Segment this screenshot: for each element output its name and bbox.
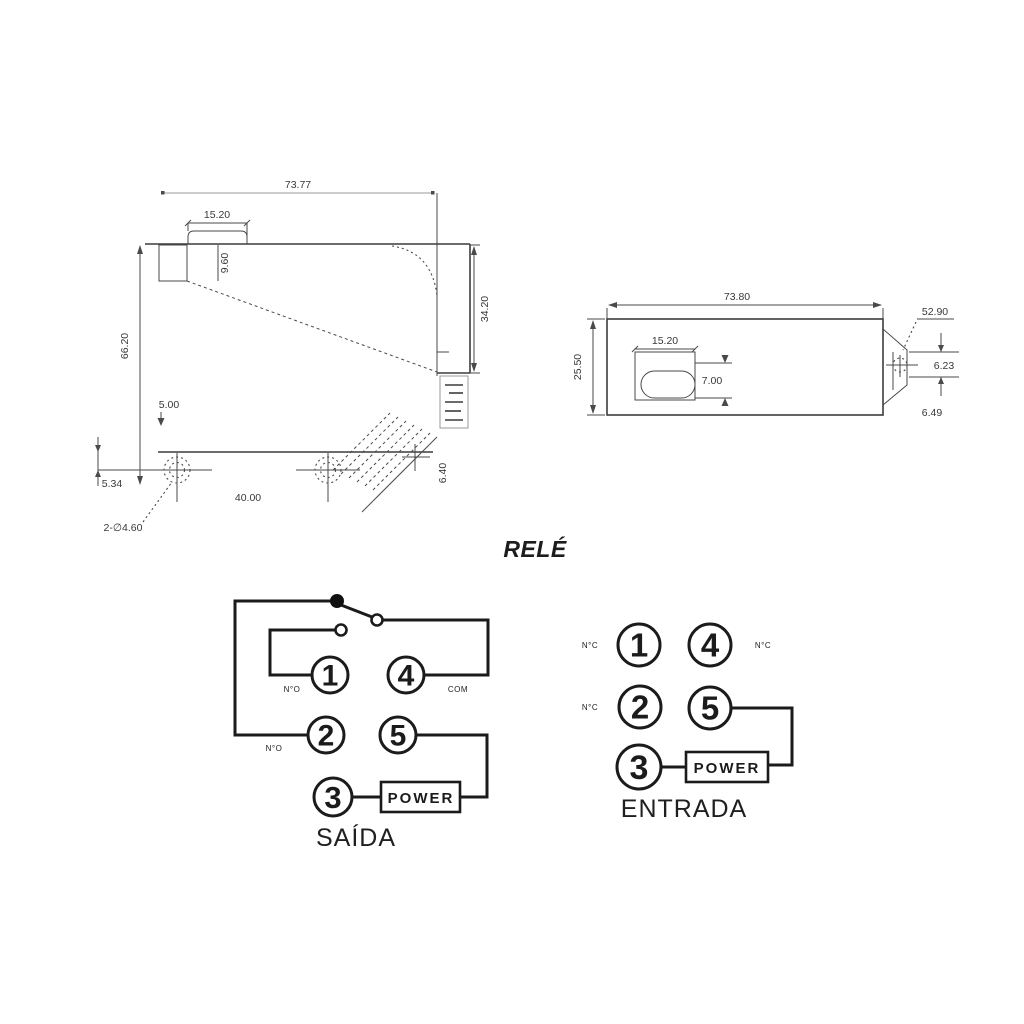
output-caption: SAÍDA [316, 823, 396, 852]
pin-number-2: 2 [318, 720, 335, 753]
pin-number-5: 5 [390, 720, 407, 753]
output-pin-labels: N°O N°O COM [266, 685, 468, 753]
switch-common-contact [330, 594, 344, 608]
dim-overall-width: 73.77 [161, 179, 438, 376]
output-pins: 1 4 2 5 3 [306, 655, 426, 818]
dim-height: 66.20 [119, 245, 143, 485]
pin-number-4: 4 [701, 627, 720, 664]
bottom-view-drawing: 73.80 25.50 15.20 7.00 [572, 291, 959, 419]
switch-contact-right [370, 613, 384, 627]
switch-contact-left [334, 623, 348, 637]
pin-number-3: 3 [324, 780, 341, 815]
mounting-base [98, 451, 433, 502]
dim-bracket-ref: 52.90 [902, 306, 954, 351]
dim-depth: 34.20 [470, 244, 491, 374]
dim-tab-width: 15.20 [184, 209, 251, 244]
pin-circle-4 [687, 622, 733, 668]
pin-number-1: 1 [322, 660, 339, 693]
pin-hatch [332, 412, 438, 513]
pin-circle-1 [616, 622, 662, 668]
label-no-pin1: N°O [284, 685, 301, 694]
label-nc-pin2: N°C [582, 703, 598, 712]
dim-bottom-width-text: 73.80 [724, 291, 750, 303]
dim-slot-height: 7.00 [695, 355, 732, 406]
input-power-label: POWER [694, 760, 761, 777]
input-pin-labels: N°C N°C N°C [582, 641, 771, 712]
dim-hole-edge-text: 5.34 [102, 478, 123, 490]
pin-number-3: 3 [630, 749, 649, 787]
dim-bracket-depth-text: 6.49 [922, 407, 943, 419]
input-pins: 1 4 2 5 3 [615, 622, 733, 791]
pin-circle-3 [312, 776, 354, 818]
dim-slot-width-text: 15.20 [652, 335, 678, 347]
pin-circle-1 [310, 655, 350, 695]
dim-depth-text: 34.20 [479, 296, 491, 322]
input-wires [660, 706, 794, 769]
pin-circle-2 [617, 684, 663, 730]
dim-tab-depth-text: 9.60 [219, 253, 231, 274]
label-no-pin2: N°O [266, 744, 283, 753]
pin-number-4: 4 [398, 660, 415, 693]
mounting-flange [882, 328, 918, 406]
holes-note-text: 2-∅4.60 [104, 522, 143, 534]
diagram-title: RELÉ [503, 536, 567, 562]
pin-circle-5 [378, 715, 418, 755]
dim-hole-edge: 5.34 [95, 437, 122, 490]
relay-body-outline [145, 230, 471, 374]
dim-bottom-depth: 25.50 [572, 318, 605, 416]
dim-hole-spacing-text: 40.00 [235, 492, 261, 504]
pin-number-2: 2 [631, 689, 649, 726]
pin-number-1: 1 [630, 627, 648, 664]
dim-slot-width: 15.20 [631, 335, 699, 353]
pin-number-5: 5 [701, 690, 719, 727]
dim-width-text: 73.77 [285, 179, 311, 191]
output-circuit-diagram: 1 4 2 5 3 N°O N°O COM POWER SAÍDA [233, 594, 490, 852]
holes-note: 2-∅4.60 [104, 481, 173, 534]
dim-bottom-width: 73.80 [606, 291, 884, 320]
pin-circle-5 [687, 685, 733, 731]
mounting-hole-2 [296, 453, 360, 502]
input-power-block: POWER [684, 750, 770, 784]
dim-bracket-hole: 6.23 [909, 333, 959, 396]
terminal-block [439, 375, 469, 429]
switch-symbol [330, 594, 384, 637]
input-circuit-diagram: 1 4 2 5 3 N°C N°C N°C POWER ENTRADA [582, 622, 794, 823]
output-wires [233, 599, 490, 799]
dim-slot-height-text: 7.00 [702, 375, 723, 387]
bottom-body-outline [606, 318, 884, 416]
dim-bracket-ref-text: 52.90 [922, 306, 948, 318]
mounting-hole-1 [98, 453, 212, 502]
pin-circle-4 [386, 655, 426, 695]
dim-bottom-depth-text: 25.50 [572, 354, 584, 380]
front-view-drawing: 73.77 [95, 179, 491, 534]
output-power-label: POWER [388, 790, 455, 807]
label-nc-pin4: N°C [755, 641, 771, 650]
dim-tab-width-text: 15.20 [204, 209, 230, 221]
output-power-block: POWER [379, 780, 462, 814]
input-caption: ENTRADA [621, 795, 747, 823]
dim-pin-length: 5.00 [157, 399, 180, 426]
dim-bracket-hole-text: 6.23 [934, 360, 955, 372]
dim-pin-row-text: 6.40 [437, 463, 449, 484]
label-com-pin4: COM [448, 685, 468, 694]
pin-circle-3 [615, 743, 663, 791]
dim-pin-length-text: 5.00 [159, 399, 180, 411]
label-nc-pin1: N°C [582, 641, 598, 650]
pin-circle-2 [306, 715, 346, 755]
dim-height-text: 66.20 [119, 333, 131, 359]
